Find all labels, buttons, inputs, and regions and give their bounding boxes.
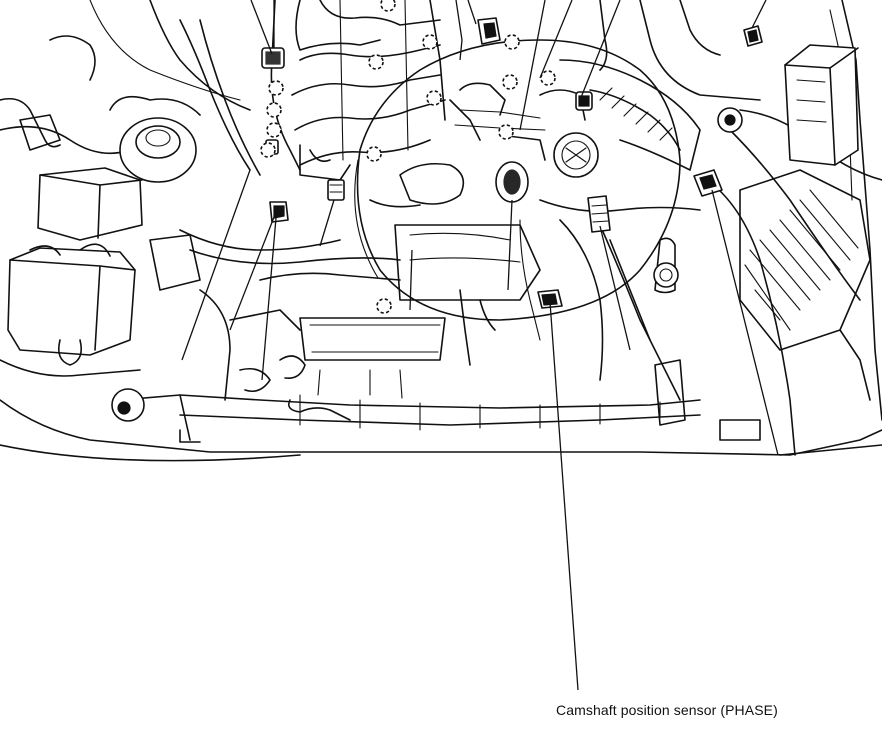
radiator-support bbox=[179, 359, 761, 443]
lower-center bbox=[229, 224, 541, 366]
fuse-box bbox=[784, 44, 859, 166]
connector-8 bbox=[717, 107, 743, 133]
connectors bbox=[261, 17, 763, 309]
connector-1 bbox=[261, 47, 285, 69]
connector-6 bbox=[587, 195, 611, 233]
left-misc bbox=[0, 35, 306, 441]
relay-box-left bbox=[37, 167, 143, 241]
camshaft-position-sensor-label: Camshaft position sensor (PHASE) bbox=[556, 702, 778, 718]
reservoir-cap bbox=[109, 95, 201, 183]
camshaft-sensor-leader bbox=[549, 301, 579, 691]
air-intake-duct bbox=[553, 0, 761, 178]
connector-9 bbox=[743, 25, 763, 47]
harness-clips bbox=[260, 0, 556, 314]
battery bbox=[7, 243, 136, 366]
connector-5 bbox=[495, 161, 529, 203]
right-fender-panel bbox=[739, 169, 871, 401]
connector-2 bbox=[477, 17, 501, 45]
connector-10 bbox=[575, 91, 593, 111]
intake-manifold bbox=[270, 0, 446, 181]
connector-3 bbox=[327, 179, 345, 201]
connector-7 bbox=[693, 169, 723, 197]
leader-lines bbox=[181, 0, 779, 691]
camshaft-sensor-connector bbox=[537, 289, 563, 309]
